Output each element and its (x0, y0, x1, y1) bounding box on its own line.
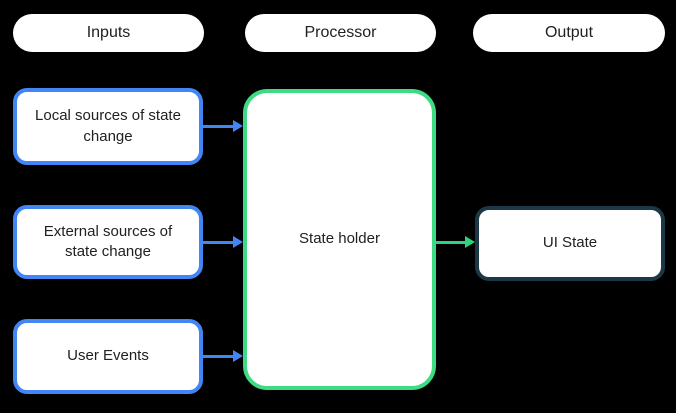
arrow-head-icon (233, 236, 243, 248)
column-header-inputs: Inputs (13, 14, 204, 52)
input-box-local-sources: Local sources of state change (13, 88, 203, 165)
arrow-state-holder-to-ui-state (436, 236, 475, 248)
input-box-external-sources: External sources of state change (13, 205, 203, 279)
arrow-shaft (436, 240, 465, 244)
arrow-shaft (203, 124, 233, 128)
arrow-external-sources-to-state-holder (203, 236, 243, 248)
column-header-processor: Processor (245, 14, 436, 52)
column-header-output: Output (473, 14, 665, 52)
output-box-ui-state: UI State (475, 206, 665, 281)
arrow-head-icon (233, 350, 243, 362)
arrow-local-sources-to-state-holder (203, 120, 243, 132)
input-box-user-events: User Events (13, 319, 203, 394)
arrow-head-icon (465, 236, 475, 248)
processor-box-state-holder: State holder (243, 89, 436, 390)
arrow-shaft (203, 240, 233, 244)
arrow-head-icon (233, 120, 243, 132)
arrow-user-events-to-state-holder (203, 350, 243, 362)
arrow-shaft (203, 354, 233, 358)
